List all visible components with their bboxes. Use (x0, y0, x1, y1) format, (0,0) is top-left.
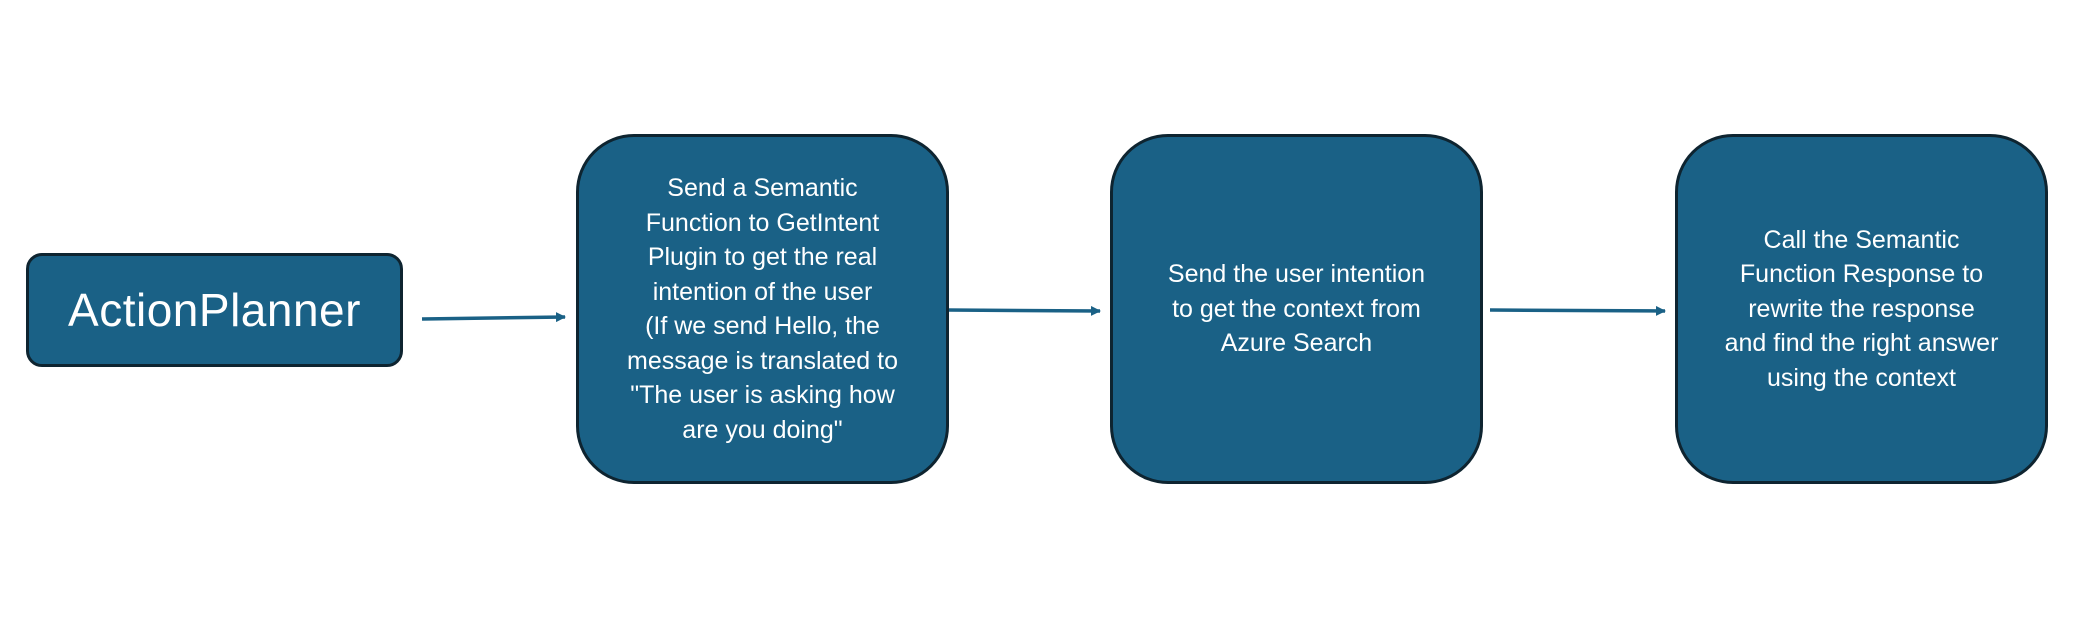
semantic-response-label: Call the Semantic Function Response to r… (1724, 225, 1999, 392)
action-planner-label: ActionPlanner (68, 284, 361, 336)
action-planner-node: ActionPlanner (26, 253, 403, 367)
azure-search-node: Send the user intention to get the conte… (1110, 134, 1483, 484)
arrow-intent-to-search (946, 305, 1101, 316)
get-intent-label: Send a Semantic Function to GetIntent Pl… (627, 174, 898, 444)
arrow-search-to-response (1489, 305, 1666, 316)
semantic-response-node: Call the Semantic Function Response to r… (1675, 134, 2048, 484)
get-intent-node: Send a Semantic Function to GetIntent Pl… (576, 134, 949, 484)
azure-search-label: Send the user intention to get the conte… (1167, 260, 1426, 358)
arrow-planner-to-intent (421, 312, 566, 323)
